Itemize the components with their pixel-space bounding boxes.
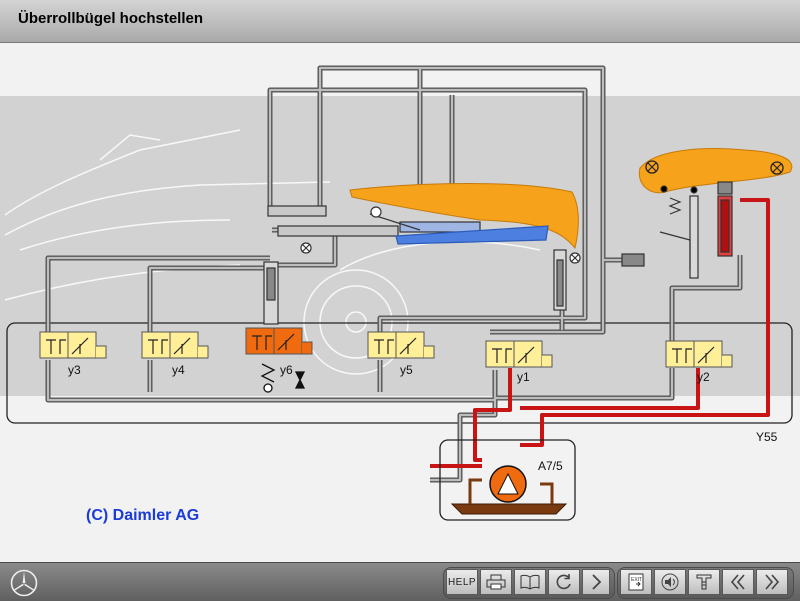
next-icon [592, 574, 602, 590]
roll-bar-linkage [267, 205, 581, 311]
help-button[interactable]: HELP [446, 569, 478, 595]
copyright-text: (C) Daimler AG [86, 507, 200, 524]
print-button[interactable] [480, 569, 512, 595]
lamp-icon-rear [645, 160, 659, 174]
manual-button[interactable] [514, 569, 546, 595]
valve-y1: y1 [485, 340, 553, 384]
exit-button[interactable]: EXIT [620, 569, 652, 595]
roof-rear [638, 148, 793, 194]
valve-label-y1: y1 [517, 370, 530, 384]
pump-unit [439, 439, 576, 521]
previous-icon [730, 574, 745, 590]
rear-cylinders [621, 181, 733, 279]
book-icon [520, 574, 540, 590]
valve-label-y2: y2 [697, 370, 710, 384]
return-lines-inner [46, 66, 742, 482]
valve-y5: y5 [367, 331, 435, 377]
valve-y4: y4 [141, 331, 209, 377]
refresh-button[interactable] [548, 569, 580, 595]
valve-label-y5: y5 [400, 363, 413, 377]
pressure-lines [430, 198, 770, 468]
sound-icon [661, 573, 679, 591]
roof-front [349, 183, 579, 250]
valve-label-y4: y4 [172, 363, 185, 377]
title-bar: Überrollbügel hochstellen [0, 0, 800, 43]
tool-icon [696, 574, 712, 590]
tool-button[interactable] [688, 569, 720, 595]
mercedes-star-icon[interactable] [10, 569, 38, 597]
forward-button[interactable] [756, 569, 788, 595]
valve-label-y6: y6 [280, 363, 293, 377]
block-label: Y55 [756, 430, 778, 444]
help-label: HELP [447, 576, 477, 588]
sound-button[interactable] [654, 569, 686, 595]
forward-icon [765, 574, 780, 590]
page-title: Überrollbügel hochstellen [18, 10, 204, 27]
svg-text:EXIT: EXIT [631, 577, 642, 583]
next-button[interactable] [582, 569, 610, 595]
lamp-icon-right [770, 161, 784, 175]
valve-label-y3: y3 [68, 363, 81, 377]
previous-button[interactable] [722, 569, 754, 595]
lift-cylinder [263, 261, 279, 325]
check-valve [260, 363, 306, 393]
valve-group: y3 y4 y6 y5 y1 y2 [39, 327, 733, 384]
print-icon [486, 574, 506, 590]
hydraulic-diagram: y3 y4 y6 y5 y1 y2 Y55 A7/5 [0, 65, 800, 521]
pump-label: A7/5 [538, 459, 563, 473]
footer-toolbar: HELP EXIT [0, 562, 800, 601]
valve-y3: y3 [39, 331, 107, 377]
exit-icon: EXIT [628, 573, 644, 591]
tank [450, 503, 568, 515]
refresh-icon [556, 574, 571, 590]
valve-block [6, 322, 793, 424]
valve-y2: y2 [665, 340, 733, 384]
valve-y6: y6 [245, 327, 313, 377]
